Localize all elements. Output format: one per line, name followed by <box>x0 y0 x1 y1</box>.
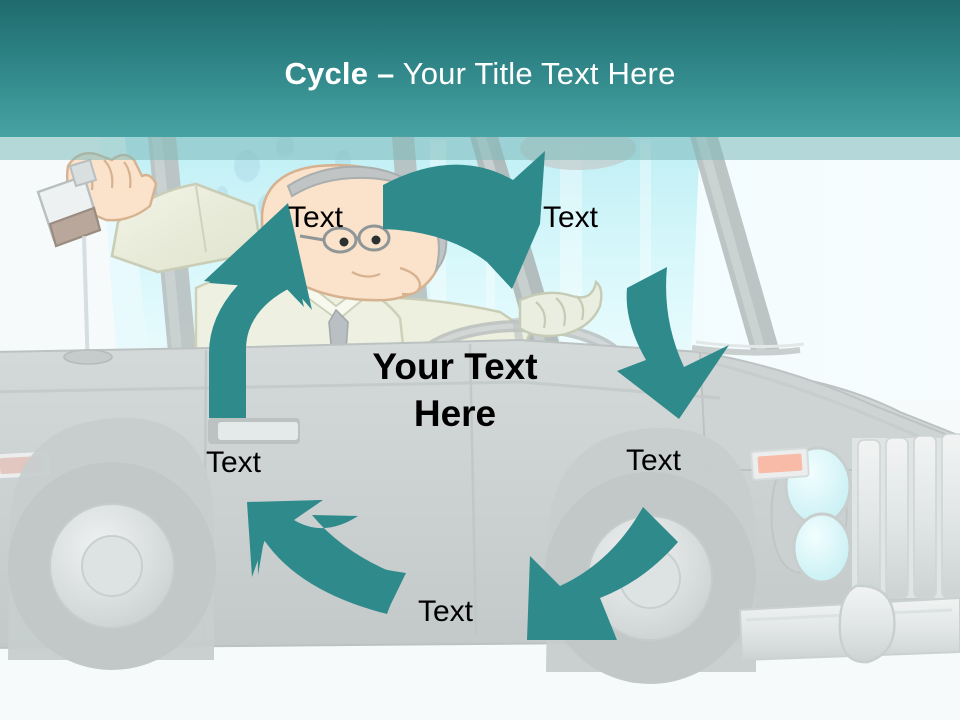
label-text-bottom[interactable]: Text <box>418 595 474 628</box>
slide-title-bar: Cycle – Your Title Text Here <box>0 0 960 137</box>
car-front-end <box>691 340 960 664</box>
label-text-top-right[interactable]: Text <box>543 201 599 234</box>
center-text-line2: Here <box>413 393 497 434</box>
page-title-rest: Your Title Text Here <box>394 56 676 91</box>
label-text-top-left[interactable]: Text <box>288 201 344 234</box>
page-title-bold-part: Cycle – <box>284 56 395 91</box>
arrow-top <box>383 151 545 289</box>
car-wheels <box>8 417 756 684</box>
arrow-right <box>617 267 729 419</box>
center-text-line1: Your Text <box>372 346 538 387</box>
arrow-bottom-right <box>527 507 678 640</box>
page-title: Cycle – Your Title Text Here <box>0 55 960 93</box>
label-text-left[interactable]: Text <box>206 446 262 479</box>
arrow-bottom-left-shape <box>247 500 406 612</box>
center-placeholder-text[interactable]: Your Text Here <box>310 343 600 437</box>
arrow-left-shape <box>204 203 312 418</box>
label-text-right[interactable]: Text <box>626 444 682 477</box>
